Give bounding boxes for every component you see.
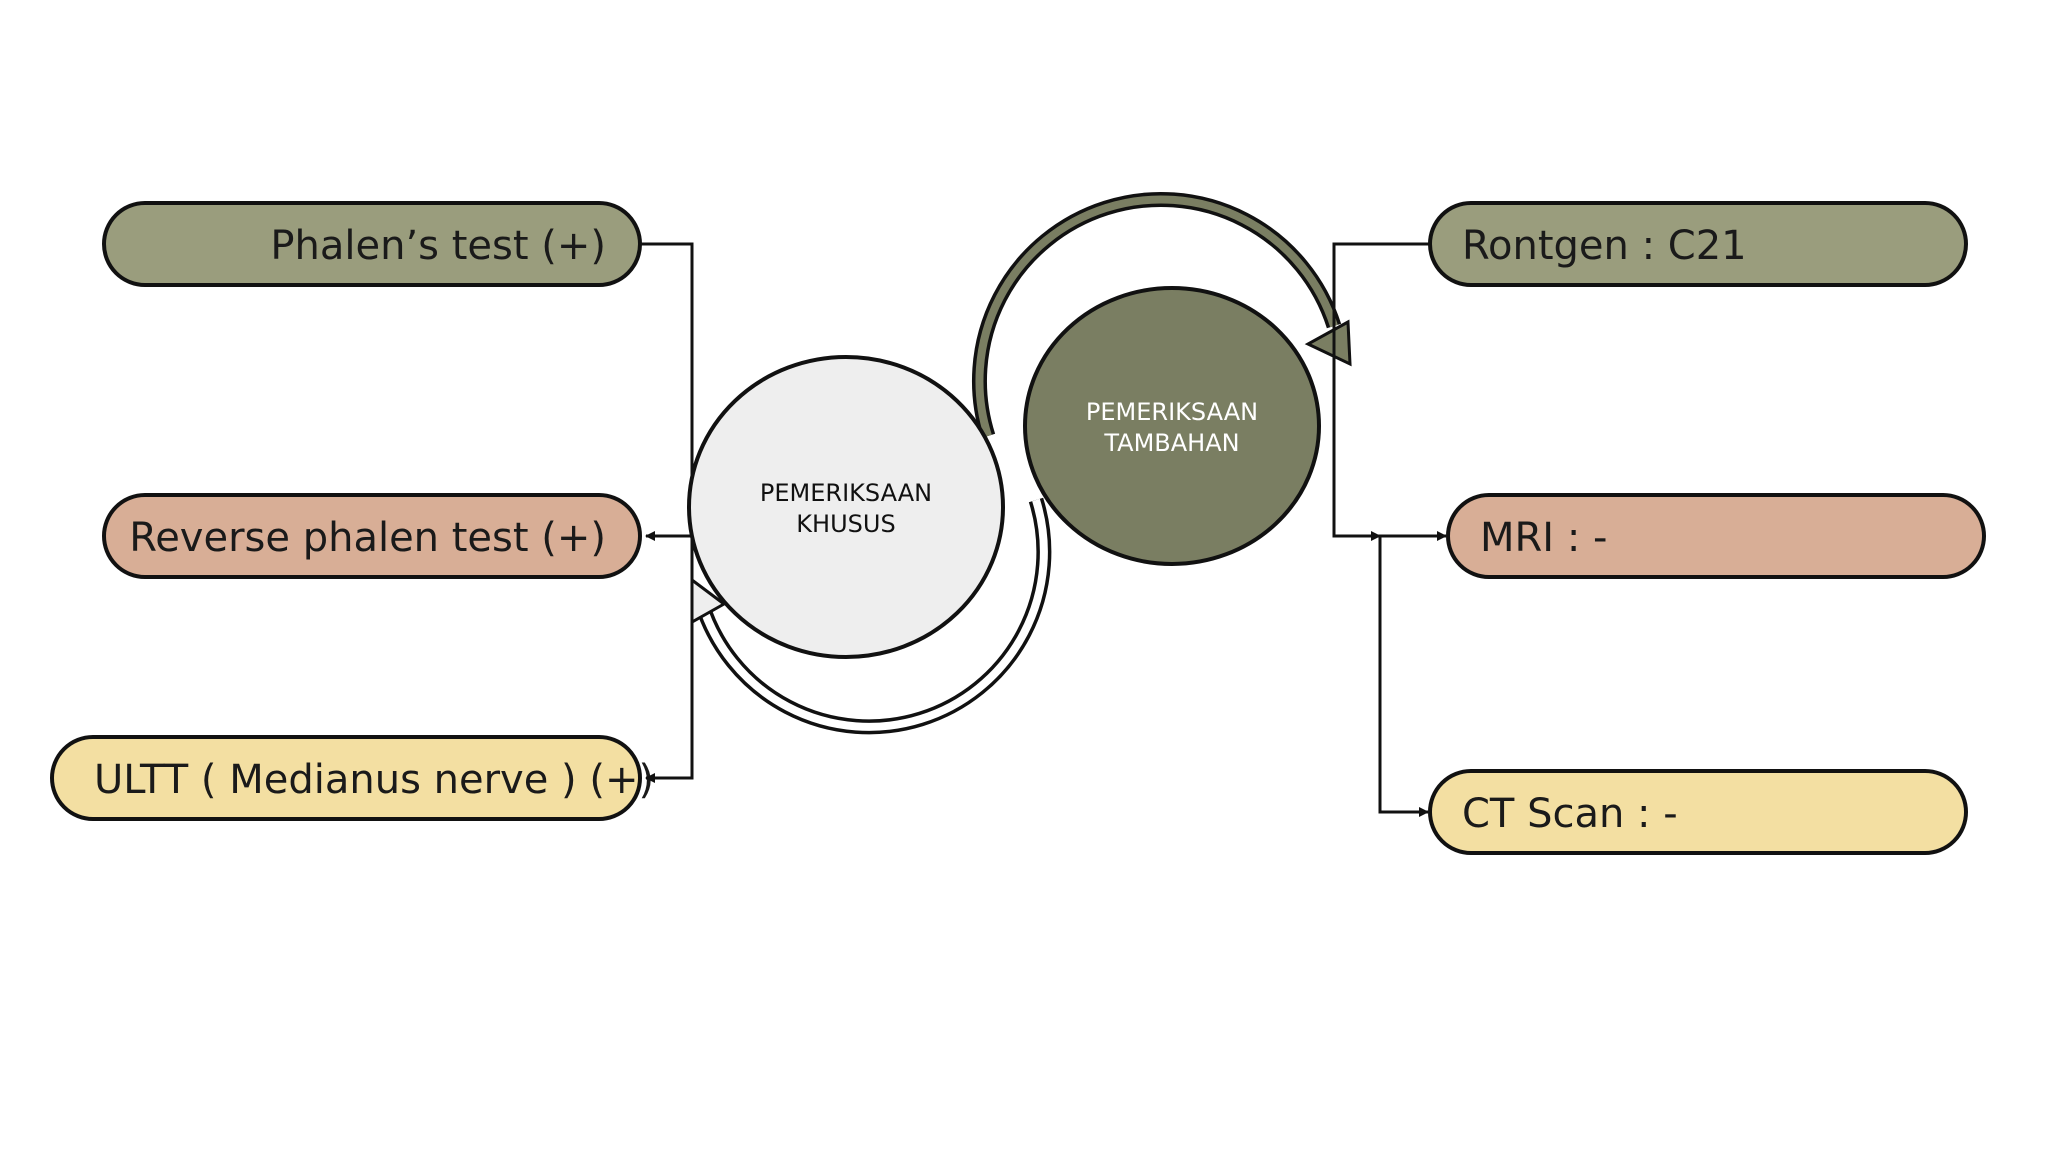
right-item-mri: MRI : - <box>1446 493 1986 579</box>
center-node-pemeriksaan-tambahan: PEMERIKSAAN TAMBAHAN <box>1023 286 1321 566</box>
pill-label: CT Scan : - <box>1462 791 1678 837</box>
cycle-arc-bottom <box>690 497 1052 735</box>
circle-label-line1: PEMERIKSAAN <box>1086 398 1258 426</box>
pill-label: MRI : - <box>1480 515 1607 561</box>
connector-rontgen <box>1332 242 1430 541</box>
pill-shape <box>1428 769 1968 855</box>
pill-shape <box>50 735 642 821</box>
left-item-ultt-medianus-nerve: ULTT ( Medianus nerve ) (+) <box>50 735 654 821</box>
right-connectors <box>1332 242 1447 817</box>
cycle-arrowhead-right <box>1304 319 1352 367</box>
circle-label-line2: TAMBAHAN <box>1103 429 1239 457</box>
center-node-pemeriksaan-khusus: PEMERIKSAAN KHUSUS <box>687 355 1005 659</box>
pill-label: Phalen’s test (+) <box>270 223 606 269</box>
left-connectors <box>640 242 694 783</box>
circle-label-line2: KHUSUS <box>796 510 895 538</box>
left-item-phalens-test: Phalen’s test (+) <box>102 201 642 287</box>
pill-label: Reverse phalen test (+) <box>129 515 606 561</box>
circle-label-line1: PEMERIKSAAN <box>760 479 932 507</box>
pill-label: Rontgen : C21 <box>1462 223 1747 269</box>
cycle-arc-top <box>971 192 1352 439</box>
left-item-reverse-phalen-test: Reverse phalen test (+) <box>102 493 642 579</box>
cycle-arrowhead-left <box>690 577 727 625</box>
pill-label: ULTT ( Medianus nerve ) (+) <box>94 757 654 803</box>
connector-ct-scan <box>1378 536 1429 817</box>
circle-shape <box>687 355 1005 659</box>
right-item-ct-scan: CT Scan : - <box>1428 769 1968 855</box>
pill-shape <box>1446 493 1986 579</box>
circle-shape <box>1023 286 1321 566</box>
connector-phalens <box>640 242 694 520</box>
connector-ultt <box>645 536 694 783</box>
pill-shape <box>1428 201 1968 287</box>
right-item-rontgen: Rontgen : C21 <box>1428 201 1968 287</box>
pill-shape <box>102 493 642 579</box>
